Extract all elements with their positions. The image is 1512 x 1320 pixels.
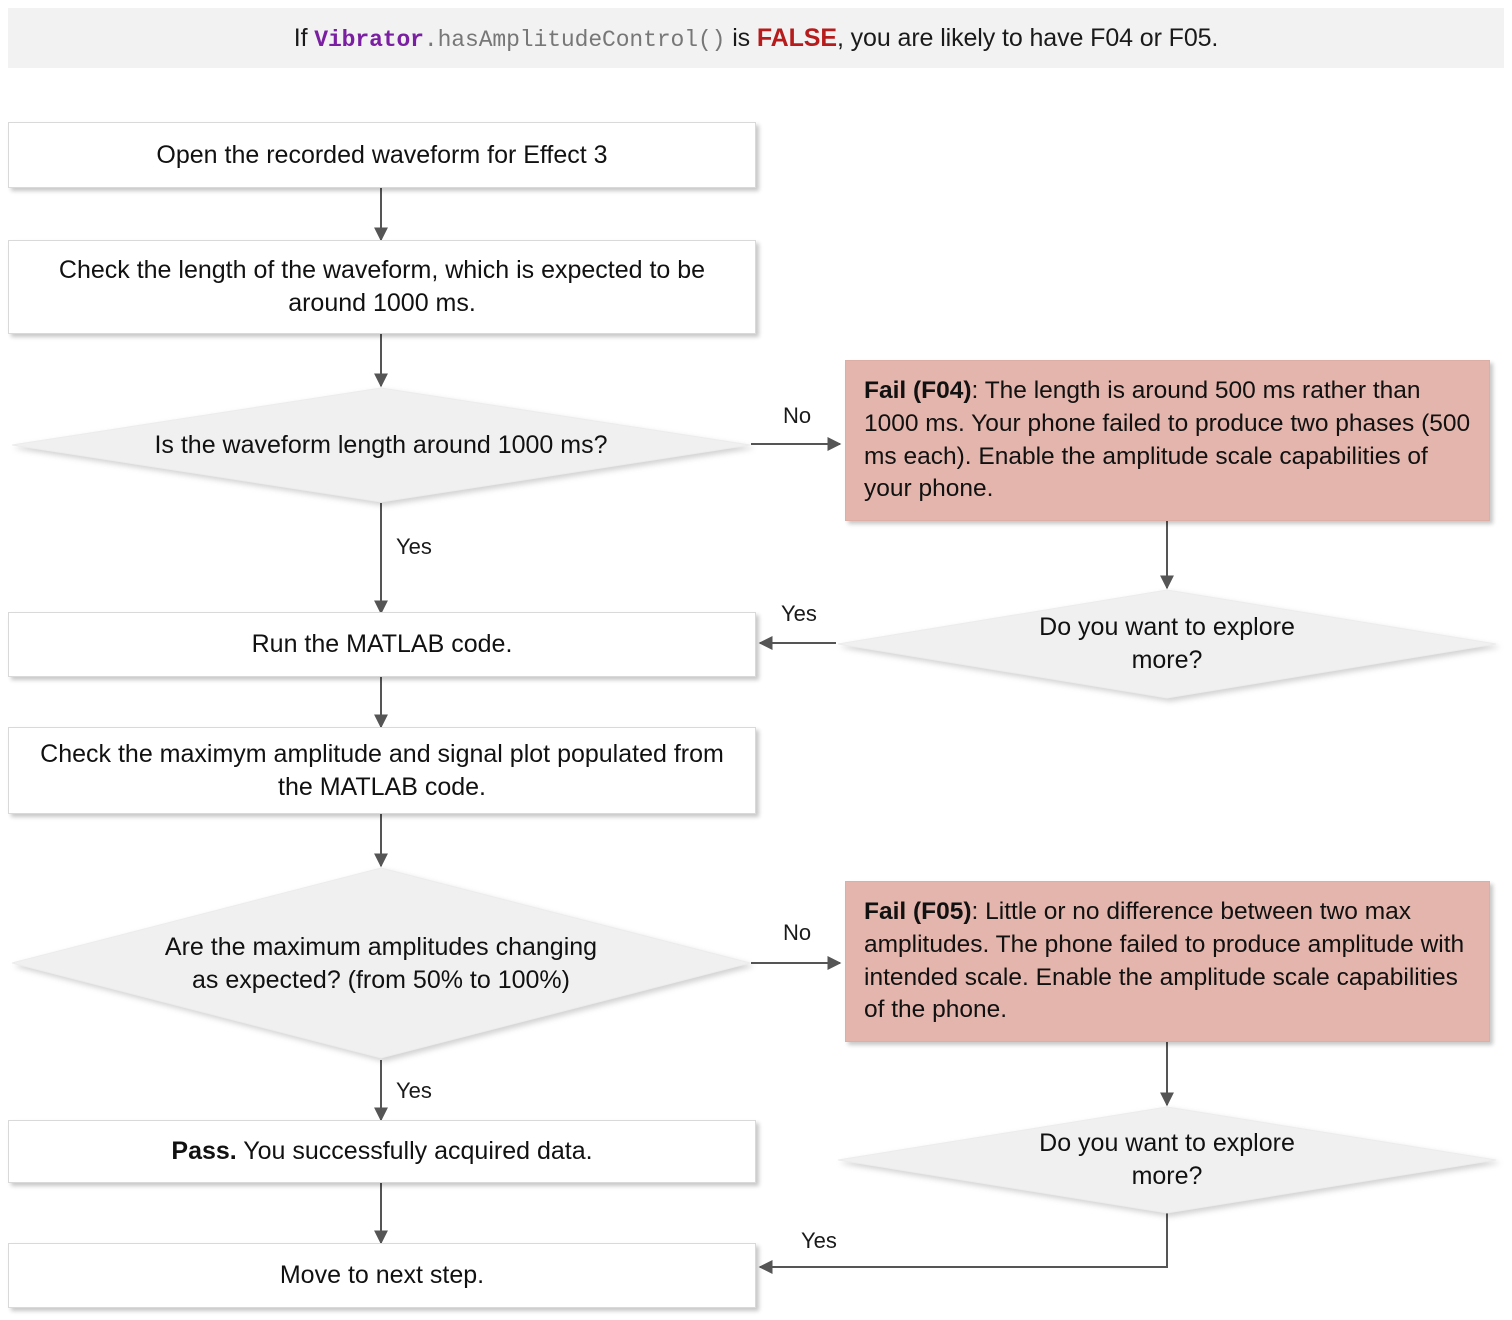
edge-label-yes-length: Yes <box>396 534 432 559</box>
node-pass[interactable]: Pass. You successfully acquired data. <box>8 1120 756 1183</box>
fail-box-f04-bold: Fail (F04) <box>864 377 972 405</box>
header-prefix: If <box>293 23 315 52</box>
edge-label-yes-explore-bottom: Yes <box>801 1228 837 1253</box>
node-pass-rest: You successfully acquired data. <box>236 1137 593 1165</box>
fail-box-f05-rest: : Little or no difference between two ma… <box>864 898 1465 1024</box>
node-check-length[interactable]: Check the length of the waveform, which … <box>8 240 756 334</box>
edge-label-yes-amplitude: Yes <box>396 1078 432 1103</box>
fail-box-f04-text: Fail (F04): The length is around 500 ms … <box>864 375 1471 505</box>
node-open-waveform-label: Open the recorded waveform for Effect 3 <box>156 140 608 169</box>
decision-explore-more-top[interactable]: Do you want to explore more? <box>836 588 1498 700</box>
node-check-amplitude-label: Check the maximym amplitude and signal p… <box>40 739 724 801</box>
node-move-next-step-label: Move to next step. <box>279 1261 485 1289</box>
decision-waveform-length-shape <box>11 387 751 503</box>
node-move-next-step[interactable]: Move to next step. <box>8 1243 756 1308</box>
header-banner: If Vibrator.hasAmplitudeControl() is FAL… <box>8 8 1504 68</box>
edge-label-no-f04: No <box>783 403 812 428</box>
decision-explore-more-bottom[interactable]: Do you want to explore more? <box>836 1105 1498 1215</box>
decision-explore-more-top-shape <box>837 589 1497 699</box>
node-open-waveform[interactable]: Open the recorded waveform for Effect 3 <box>8 122 756 188</box>
header-suffix: , you are likely to have F04 or F05. <box>836 23 1219 52</box>
decision-explore-more-bottom-shape <box>837 1106 1497 1214</box>
edge-label-yes-explore-top: Yes <box>781 601 817 626</box>
fail-box-f04[interactable]: Fail (F04): The length is around 500 ms … <box>845 360 1490 521</box>
header-middle: is <box>725 23 757 52</box>
header-text: If Vibrator.hasAmplitudeControl() is FAL… <box>294 24 1219 53</box>
fail-box-f05-bold: Fail (F05) <box>864 898 972 926</box>
fail-box-f05[interactable]: Fail (F05): Little or no difference betw… <box>845 881 1490 1042</box>
node-check-amplitude[interactable]: Check the maximym amplitude and signal p… <box>8 727 756 814</box>
edge-label-no-f05: No <box>783 920 812 945</box>
decision-waveform-length[interactable]: Is the waveform length around 1000 ms? <box>10 386 752 504</box>
node-run-matlab-label: Run the MATLAB code. <box>251 630 513 658</box>
decision-max-amplitudes-shape <box>11 867 751 1059</box>
node-check-length-label: Check the length of the waveform, which … <box>58 256 706 317</box>
node-run-matlab[interactable]: Run the MATLAB code. <box>8 612 756 677</box>
node-pass-bold: Pass. <box>171 1137 237 1165</box>
fail-box-f05-text: Fail (F05): Little or no difference betw… <box>864 896 1471 1026</box>
header-keyword-false: FALSE <box>756 23 837 52</box>
fail-box-f04-rest: : The length is around 500 ms rather tha… <box>864 377 1471 503</box>
decision-max-amplitudes[interactable]: Are the maximum amplitudes changing as e… <box>10 866 752 1061</box>
header-class-name: Vibrator <box>314 26 424 53</box>
header-method-name: .hasAmplitudeControl() <box>423 26 726 53</box>
node-pass-text: Pass. You successfully acquired data. <box>171 1135 592 1168</box>
